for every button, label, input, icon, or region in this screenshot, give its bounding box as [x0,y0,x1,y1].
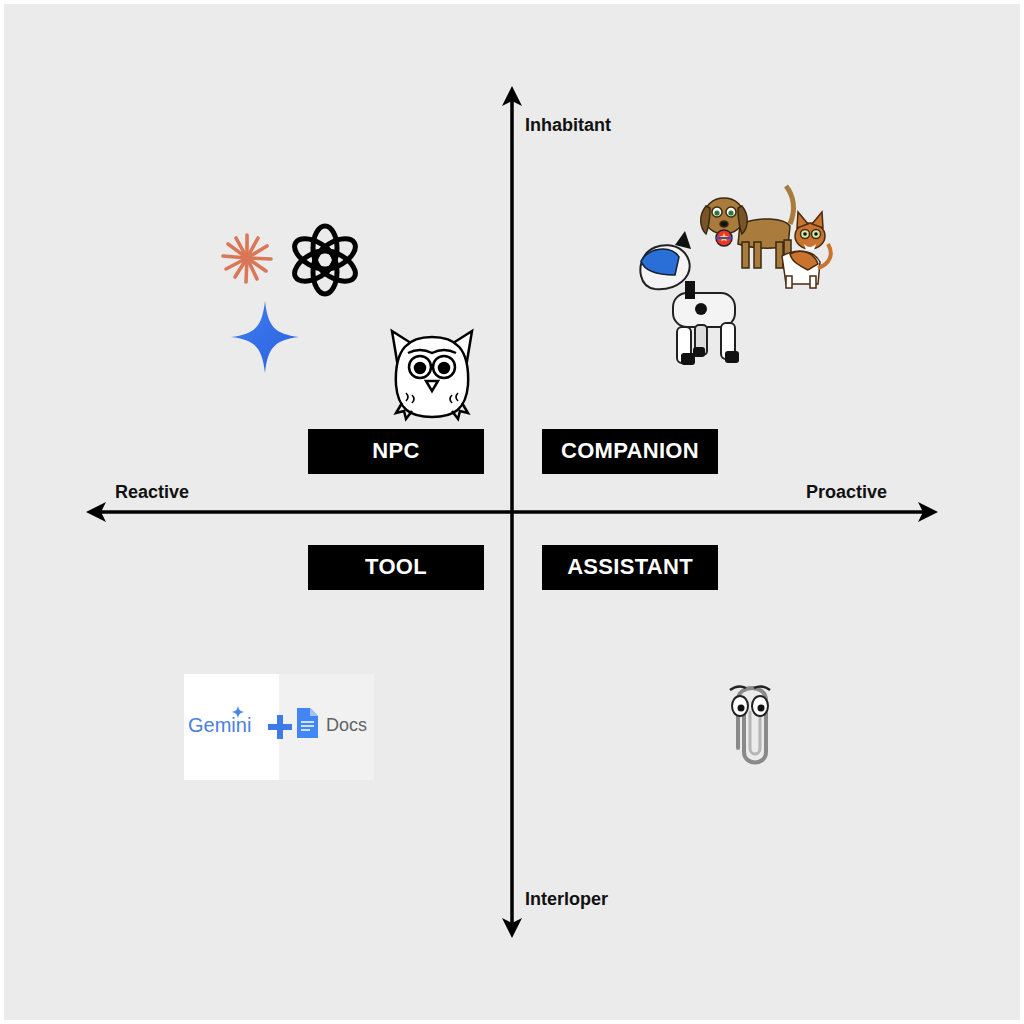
logo-text: Gemini [188,714,251,737]
gemini-docs-image [184,674,374,780]
gemini-star [231,301,299,373]
cat-figure [782,212,831,288]
quadrant-label: ASSISTANT [542,545,718,590]
axis-label: Proactive [806,482,887,503]
quadrant-label: COMPANION [542,429,718,474]
clippy-figure [730,686,770,762]
robot-dog [640,231,739,365]
claude-logo [223,235,271,282]
background [4,4,1020,1020]
openai-logo [290,226,361,294]
axis-label: Inhabitant [525,115,611,136]
quadrant-label: NPC [308,429,484,474]
quadrant-title: TOOL [365,554,427,580]
logo-text: Docs [326,715,367,736]
quadrant-title: ASSISTANT [567,554,693,580]
axes [100,100,924,924]
dog-figure [701,186,794,268]
axis-arrowheads [86,86,938,938]
quadrant-label: TOOL [308,545,484,590]
quadrant-title: NPC [372,438,419,464]
axis-label: Reactive [115,482,189,503]
quadrant-title: COMPANION [561,438,699,464]
furby-figure [392,331,472,419]
axis-label: Interloper [525,889,608,910]
